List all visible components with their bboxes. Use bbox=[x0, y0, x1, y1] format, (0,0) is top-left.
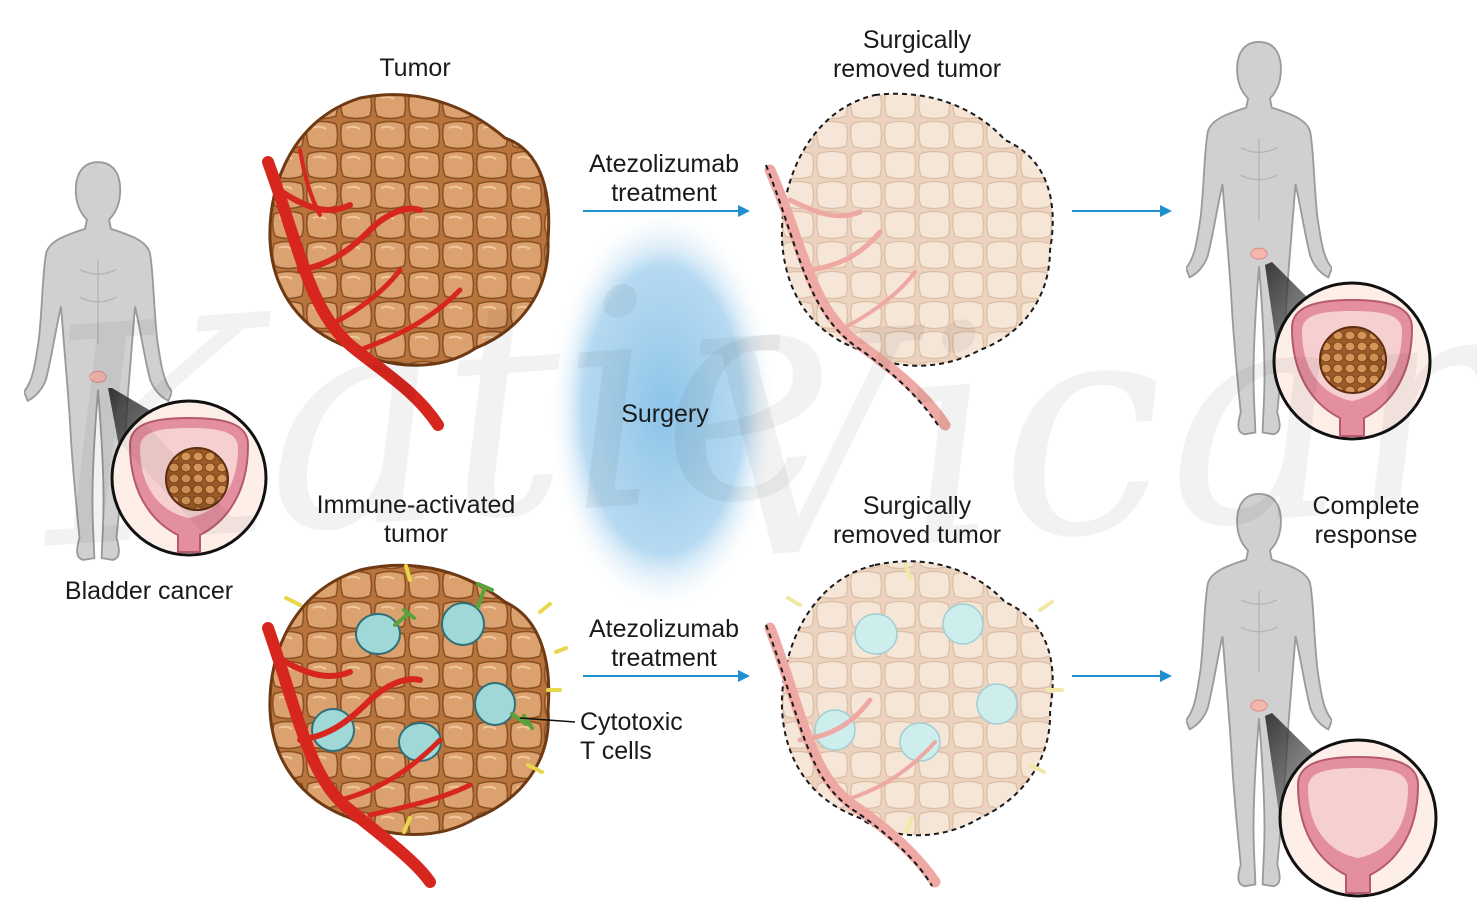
removed-tumor-icon bbox=[764, 560, 1064, 888]
surgery-band bbox=[548, 205, 778, 615]
tumor-icon bbox=[1319, 326, 1387, 394]
removed-tumor-icon bbox=[764, 92, 1054, 431]
bladder-icon bbox=[1278, 738, 1438, 898]
tumor-icon bbox=[268, 93, 551, 367]
bladder-icon bbox=[110, 399, 268, 557]
cytotoxic-pointer bbox=[519, 717, 576, 723]
label-bladder-cancer: Bladder cancer bbox=[64, 577, 234, 605]
blood-vessel-icon bbox=[262, 622, 473, 888]
tumor-icon bbox=[165, 447, 229, 511]
label-surgery: Surgery bbox=[621, 400, 709, 428]
label-tumor: Tumor bbox=[379, 54, 451, 82]
bladder-icon bbox=[1272, 281, 1432, 441]
blood-vessel-icon bbox=[262, 148, 463, 431]
receptor-icons bbox=[393, 582, 534, 730]
arrow-icon bbox=[583, 205, 1172, 682]
yellow-antigens bbox=[284, 564, 568, 834]
